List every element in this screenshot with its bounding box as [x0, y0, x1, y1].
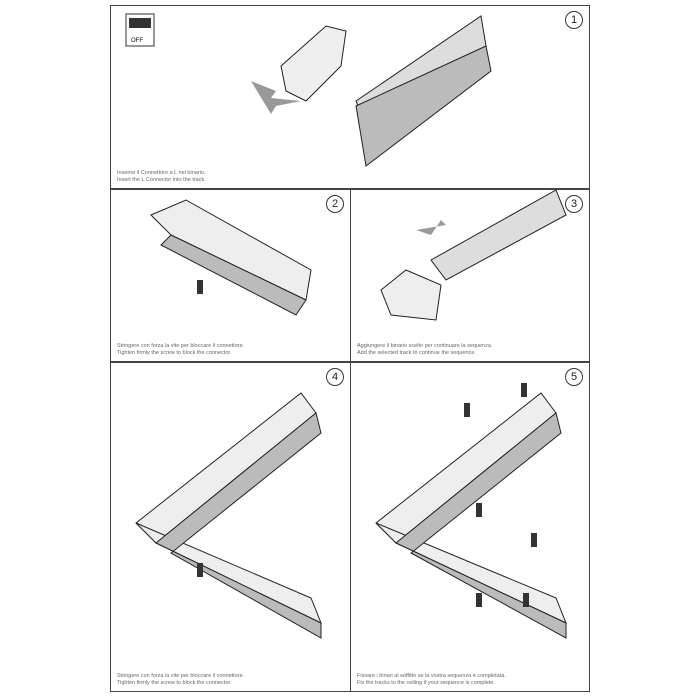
- step-5-illustration: [375, 383, 567, 639]
- screw-icon: [197, 563, 203, 577]
- arrow-icon: [251, 81, 301, 114]
- l-connector: [280, 25, 347, 102]
- step-2-panel: 2 Stringere con forza la vite per blocca…: [110, 189, 351, 362]
- screw-icon: [197, 280, 203, 294]
- step-caption: Fissare i binari al soffitto se la vostr…: [357, 673, 506, 686]
- step-1-illustration: [125, 13, 492, 167]
- step-number: 2: [326, 195, 344, 213]
- step-number: 5: [565, 368, 583, 386]
- screw-icons: [464, 383, 537, 607]
- step-caption: Inserire il Connettore a L nel binario.I…: [117, 170, 206, 183]
- step-number: 1: [565, 11, 583, 29]
- arrow-icon: [416, 220, 446, 235]
- step-caption: Stringere con forza la vite per bloccare…: [117, 673, 245, 686]
- step-1-panel: 1 OFF Inserire il Connettore a L nel bin…: [110, 5, 590, 189]
- step-number: 3: [565, 195, 583, 213]
- step-2-illustration: [150, 199, 312, 316]
- step-caption: Aggiungere il binario scelto per continu…: [357, 343, 493, 356]
- step-3-panel: 3 Aggiungere il binario scelto per conti…: [350, 189, 590, 362]
- step-5-panel: 5 Fissare i binari al soffitto se la vos…: [350, 362, 590, 692]
- step-number: 4: [326, 368, 344, 386]
- step-4-panel: 4 Stringere con forza la vite per blocca…: [110, 362, 351, 692]
- step-4-illustration: [135, 392, 322, 639]
- step-3-illustration: [380, 190, 567, 321]
- switch-label: OFF: [131, 38, 143, 44]
- step-caption: Stringere con forza la vite per bloccare…: [117, 343, 245, 356]
